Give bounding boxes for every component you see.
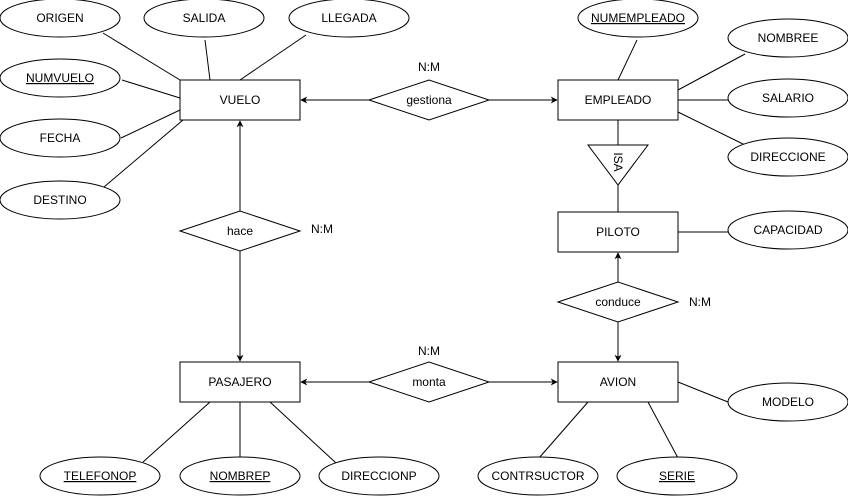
connector-destino-vuelo [103, 119, 184, 188]
cardinality-monta: N:M [418, 344, 440, 358]
connector-modelo-avion [677, 381, 729, 403]
cardinality-gestiona: N:M [418, 60, 440, 74]
cardinality-conduce: N:M [689, 295, 711, 309]
attribute-label: SALARIO [762, 91, 814, 105]
relationship-connectors [236, 96, 622, 386]
attribute-label-key: NUMEMPLEADO [591, 11, 685, 25]
cardinality-hace: N:M [311, 222, 333, 236]
attribute-label: DIRECCIONE [750, 150, 825, 164]
attribute-numvuelo[interactable]: NUMVUELO [0, 58, 121, 98]
attribute-salida[interactable]: SALIDA [143, 0, 265, 38]
connector-fecha-vuelo [120, 109, 181, 139]
entity-label: PASAJERO [208, 375, 271, 389]
isa-label: ISA [611, 152, 625, 171]
entity-label: VUELO [220, 93, 261, 107]
attribute-label-key: SERIE [659, 469, 695, 483]
relationship-label: gestiona [406, 93, 452, 107]
attribute-origen[interactable]: ORIGEN [0, 0, 121, 38]
entity-avion[interactable]: AVION [557, 361, 679, 403]
attribute-label: FECHA [40, 131, 81, 145]
attribute-label: DIRECCIONP [341, 469, 416, 483]
isa-triangle[interactable]: ISA [587, 144, 649, 186]
relationship-conduce[interactable]: conduce [556, 281, 680, 323]
entity-label: EMPLEADO [585, 93, 652, 107]
relationship-monta[interactable]: monta [367, 361, 491, 403]
attribute-llegada[interactable]: LLEGADA [288, 0, 410, 38]
attribute-label: MODELO [762, 395, 814, 409]
attribute-telefonop[interactable]: TELEFONOP [39, 456, 161, 496]
attribute-capacidad[interactable]: CAPACIDAD [727, 210, 848, 250]
attribute-label: SALIDA [183, 11, 226, 25]
attribute-label: DESTINO [33, 193, 86, 207]
connector-salida-vuelo [204, 39, 211, 81]
attribute-serie[interactable]: SERIE [616, 456, 738, 496]
connector-nombree-empleado [677, 53, 746, 91]
connector-direccionp-pasajero [269, 401, 337, 464]
entity-vuelo[interactable]: VUELO [179, 79, 301, 121]
relationship-label: monta [412, 375, 446, 389]
connector-contrsuctor-avion [538, 401, 589, 459]
entity-empleado[interactable]: EMPLEADO [557, 79, 679, 121]
connector-telefonop-pasajero [142, 401, 211, 463]
attribute-label-key: NUMVUELO [26, 71, 94, 85]
attribute-label: CONTRSUCTOR [491, 469, 584, 483]
attribute-direccione[interactable]: DIRECCIONE [727, 137, 848, 177]
entity-piloto[interactable]: PILOTO [557, 211, 679, 253]
attribute-direccionp[interactable]: DIRECCIONP [318, 456, 440, 496]
relationship-hace[interactable]: hace [178, 210, 302, 252]
connector-serie-avion [647, 401, 679, 459]
attribute-connectors [102, 32, 746, 464]
attribute-destino[interactable]: DESTINO [0, 180, 121, 220]
connector-numvuelo-vuelo [121, 79, 181, 99]
attribute-modelo[interactable]: MODELO [727, 382, 848, 422]
attribute-label: CAPACIDAD [753, 223, 822, 237]
connector-origen-vuelo [102, 32, 181, 81]
relationship-gestiona[interactable]: gestiona [367, 79, 491, 121]
attribute-salario[interactable]: SALARIO [727, 78, 848, 118]
entity-pasajero[interactable]: PASAJERO [179, 361, 301, 403]
attribute-nombree[interactable]: NOMBREE [727, 18, 848, 58]
attribute-label: ORIGEN [36, 11, 83, 25]
connector-numempleado-empleado [617, 39, 638, 81]
attribute-label-key: NOMBREP [210, 469, 271, 483]
relationship-label: hace [227, 224, 253, 238]
entity-label: PILOTO [596, 225, 640, 239]
connector-direccione-empleado [677, 111, 746, 146]
attribute-contrsuctor[interactable]: CONTRSUCTOR [477, 456, 599, 496]
attribute-label: LLEGADA [321, 11, 376, 25]
attribute-label-key: TELEFONOP [64, 469, 137, 483]
entity-label: AVION [600, 375, 636, 389]
attribute-nombrep[interactable]: NOMBREP [179, 456, 301, 496]
attribute-numempleado[interactable]: NUMEMPLEADO [577, 0, 699, 38]
relationship-label: conduce [595, 295, 641, 309]
attribute-label: NOMBREE [758, 31, 819, 45]
connector-llegada-vuelo [239, 34, 307, 81]
attribute-fecha[interactable]: FECHA [0, 118, 121, 158]
